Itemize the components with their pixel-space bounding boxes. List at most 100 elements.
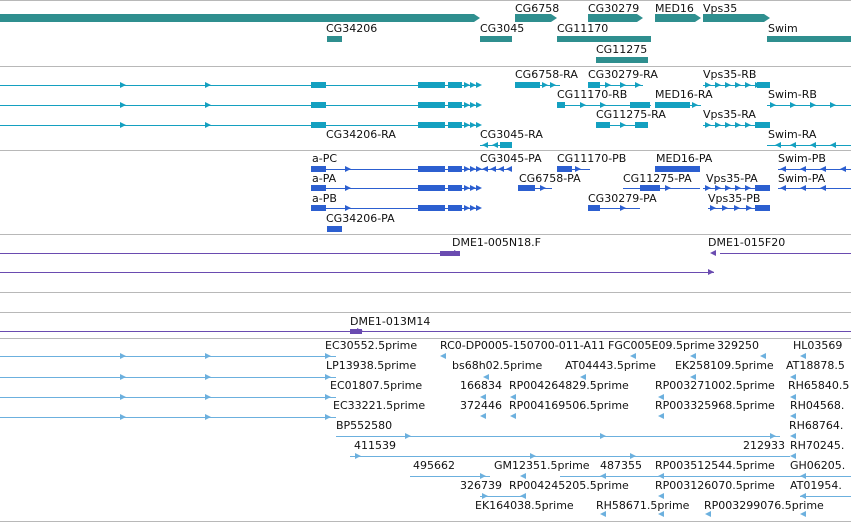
- feature-block[interactable]: [418, 122, 445, 128]
- transcript-label[interactable]: MED16-RA: [655, 88, 713, 101]
- feature-block[interactable]: [588, 82, 600, 88]
- est-label[interactable]: GM12351.5prime: [494, 459, 590, 472]
- gene-label[interactable]: CG34206: [326, 22, 378, 35]
- est-label[interactable]: GH06205.: [790, 459, 846, 472]
- gene-label[interactable]: Vps35: [703, 2, 738, 15]
- feature-block[interactable]: [440, 251, 460, 256]
- feature-block[interactable]: [630, 102, 650, 108]
- protein-label[interactable]: Swim-PB: [778, 152, 826, 165]
- gene-label[interactable]: CG3045: [480, 22, 525, 35]
- est-label[interactable]: EC01807.5prime: [330, 379, 423, 392]
- est-label[interactable]: RH04568.: [790, 399, 845, 412]
- feature-block[interactable]: [327, 226, 342, 232]
- transcript-label[interactable]: Swim-RB: [768, 88, 817, 101]
- feature-block[interactable]: [655, 102, 690, 108]
- gene-label[interactable]: CG11275: [596, 43, 648, 56]
- transcript-label[interactable]: CG11170-RB: [557, 88, 628, 101]
- est-label[interactable]: EC33221.5prime: [333, 399, 426, 412]
- feature-block[interactable]: [755, 185, 770, 191]
- protein-label[interactable]: a-PC: [312, 152, 338, 165]
- feature-block[interactable]: [448, 102, 462, 108]
- feature-block[interactable]: [350, 329, 362, 334]
- protein-label[interactable]: a-PB: [312, 192, 337, 205]
- est-label[interactable]: EK164038.5prime: [475, 499, 574, 512]
- gene-label[interactable]: Swim: [768, 22, 798, 35]
- feature-block[interactable]: [518, 185, 535, 191]
- est-label[interactable]: RP003325968.5prime: [655, 399, 775, 412]
- transcript-label[interactable]: Vps35-RA: [703, 108, 756, 121]
- est-label[interactable]: RP004264829.5prime: [509, 379, 629, 392]
- feature-block[interactable]: [448, 82, 462, 88]
- est-label[interactable]: RP003299076.5prime: [704, 499, 824, 512]
- feature-block[interactable]: [311, 122, 326, 128]
- est-label[interactable]: 166834: [460, 379, 502, 392]
- protein-label[interactable]: Vps35-PA: [706, 172, 758, 185]
- est-label[interactable]: LP13938.5prime: [326, 359, 417, 372]
- feature-block[interactable]: [418, 102, 445, 108]
- feature-block[interactable]: [515, 82, 540, 88]
- transcript-label[interactable]: CG3045-RA: [480, 128, 543, 141]
- feature-block[interactable]: [418, 205, 445, 211]
- protein-label[interactable]: CG11275-PA: [623, 172, 692, 185]
- gene-bar[interactable]: [0, 14, 474, 22]
- gene-bar[interactable]: [515, 14, 551, 22]
- feature-block[interactable]: [311, 205, 326, 211]
- est-label[interactable]: bs68h02.5prime: [452, 359, 543, 372]
- feature-block[interactable]: [757, 82, 770, 88]
- protein-label[interactable]: Swim-PA: [778, 172, 826, 185]
- est-label[interactable]: 329250: [717, 339, 759, 352]
- transcript-label[interactable]: CG34206-RA: [326, 128, 396, 141]
- feature-block[interactable]: [655, 166, 700, 172]
- est-label[interactable]: AT01954.: [790, 479, 842, 492]
- protein-label[interactable]: CG6758-PA: [519, 172, 581, 185]
- protein-label[interactable]: a-PA: [312, 172, 337, 185]
- protein-label[interactable]: MED16-PA: [656, 152, 713, 165]
- feature-block[interactable]: [500, 142, 512, 148]
- feature-block[interactable]: [640, 185, 660, 191]
- feature-block[interactable]: [418, 82, 445, 88]
- gene-bar[interactable]: [557, 36, 651, 42]
- gene-label[interactable]: CG6758: [515, 2, 560, 15]
- est-label[interactable]: BP552580: [336, 419, 393, 432]
- est-label[interactable]: RH70245.: [790, 439, 845, 452]
- gene-label[interactable]: CG30279: [588, 2, 640, 15]
- feature-block[interactable]: [418, 166, 445, 172]
- gene-label[interactable]: CG11170: [557, 22, 609, 35]
- est-label[interactable]: HL03569: [793, 339, 843, 352]
- est-label[interactable]: RH65840.5: [788, 379, 850, 392]
- gene-bar[interactable]: [327, 36, 342, 42]
- transcript-label[interactable]: CG11275-RA: [596, 108, 666, 121]
- est-label[interactable]: 487355: [600, 459, 642, 472]
- est-label[interactable]: 411539: [354, 439, 396, 452]
- gene-bar[interactable]: [480, 36, 512, 42]
- clone-label[interactable]: DME1-005N18.F: [452, 236, 541, 249]
- est-label[interactable]: 495662: [413, 459, 455, 472]
- est-label[interactable]: RH58671.5prime: [596, 499, 690, 512]
- protein-label[interactable]: CG11170-PB: [557, 152, 627, 165]
- transcript-label[interactable]: Vps35-RB: [703, 68, 757, 81]
- feature-block[interactable]: [557, 166, 572, 172]
- est-label[interactable]: 372446: [460, 399, 502, 412]
- protein-label[interactable]: CG3045-PA: [480, 152, 542, 165]
- est-label[interactable]: RP004169506.5prime: [509, 399, 629, 412]
- est-label[interactable]: RC0-DP0005-150700-011-A11: [440, 339, 606, 352]
- feature-block[interactable]: [311, 102, 326, 108]
- feature-block[interactable]: [448, 205, 462, 211]
- transcript-label[interactable]: CG30279-RA: [588, 68, 658, 81]
- clone-label[interactable]: DME1-015F20: [708, 236, 786, 249]
- feature-block[interactable]: [311, 82, 326, 88]
- est-label[interactable]: FGC005E09.5prime: [608, 339, 716, 352]
- est-label[interactable]: AT04443.5prime: [565, 359, 656, 372]
- feature-block[interactable]: [448, 166, 462, 172]
- est-label[interactable]: AT18878.5: [786, 359, 845, 372]
- est-label[interactable]: 212933: [743, 439, 785, 452]
- feature-block[interactable]: [596, 122, 610, 128]
- est-label[interactable]: RP003271002.5prime: [655, 379, 775, 392]
- feature-block[interactable]: [448, 185, 462, 191]
- est-label[interactable]: 326739: [460, 479, 502, 492]
- feature-block[interactable]: [311, 166, 326, 172]
- est-label[interactable]: EK258109.5prime: [675, 359, 774, 372]
- feature-block[interactable]: [635, 122, 648, 128]
- clone-label[interactable]: DME1-013M14: [350, 315, 431, 328]
